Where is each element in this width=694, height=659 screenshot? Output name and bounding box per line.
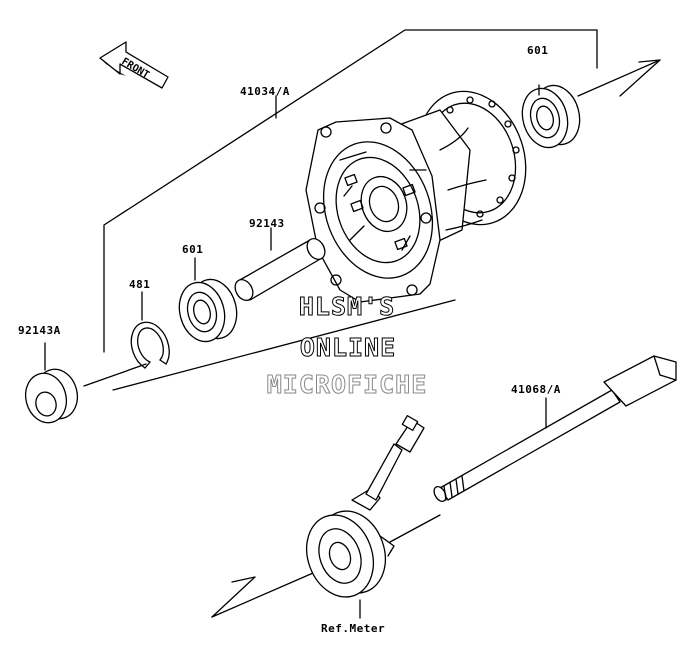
meter-centerline	[211, 514, 441, 618]
assembly-frame	[103, 29, 598, 391]
axle-41068A	[433, 355, 677, 503]
bearing-601-right	[521, 84, 581, 149]
ref-meter-label: Ref.Meter	[321, 622, 386, 635]
collar-92143A	[24, 342, 79, 424]
watermark-line-3: MICROFICHE	[266, 370, 428, 400]
part-label-92143: 92143	[249, 217, 285, 230]
part-label-41034A: 41034/A	[240, 85, 290, 98]
axle-centerline	[83, 59, 661, 387]
front-arrow-icon: FRONT	[99, 41, 169, 89]
spacer-92143	[234, 227, 326, 301]
part-label-41068A: 41068/A	[511, 383, 561, 396]
front-hub	[305, 109, 487, 303]
part-label-481: 481	[129, 278, 151, 291]
speedometer-gear-housing	[306, 415, 425, 619]
watermark-line-1: HLSM'S	[298, 292, 396, 322]
watermark-line-2: ONLINE	[299, 333, 397, 363]
part-label-601-left: 601	[182, 243, 204, 256]
part-label-601-right: 601	[527, 44, 549, 57]
circlip-481	[130, 291, 170, 369]
bearing-601-left	[178, 257, 238, 343]
part-label-92143A: 92143A	[18, 324, 61, 337]
